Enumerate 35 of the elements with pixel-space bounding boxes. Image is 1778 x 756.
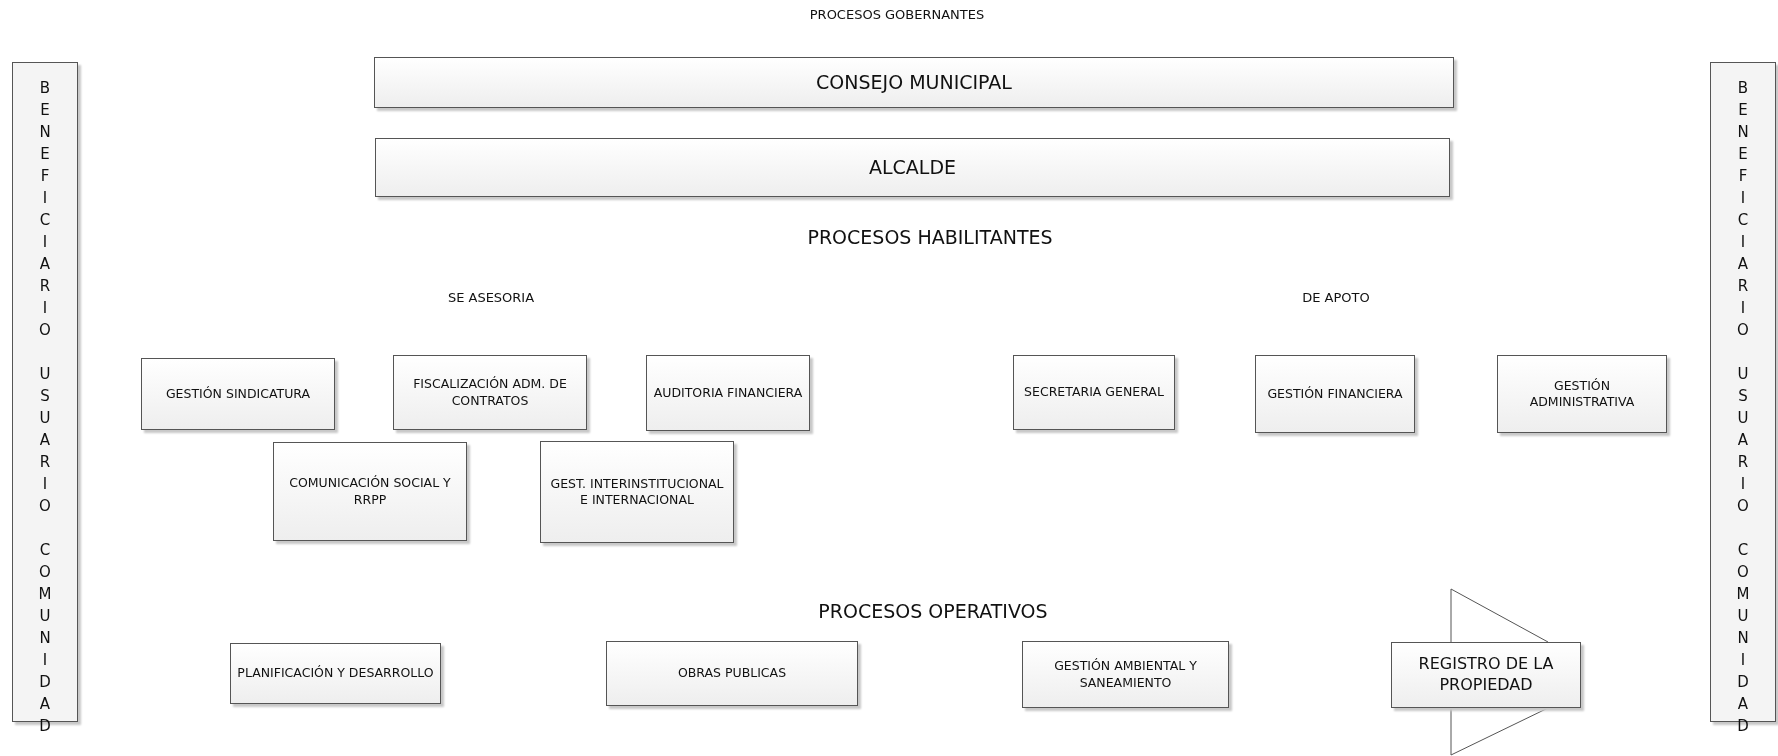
process-box xyxy=(1255,355,1415,433)
process-box xyxy=(1022,641,1229,708)
process-box xyxy=(1497,355,1667,433)
section-heading: PROCESOS HABILITANTES xyxy=(807,226,1053,248)
box-label: REGISTRO DE LA PROPIEDAD xyxy=(1417,654,1555,696)
box-label: GESTIÓN SINDICATURA xyxy=(164,385,312,403)
box-label: FISCALIZACIÓN ADM. DE CONTRATOS xyxy=(412,376,568,409)
section-heading: DE APOTO xyxy=(1302,290,1370,305)
process-box xyxy=(1391,642,1581,708)
box-label: SECRETARIA GENERAL xyxy=(1023,384,1165,401)
box-label: GESTIÓN ADMINISTRATIVA xyxy=(1528,377,1636,411)
box-label: GEST. INTERINSTITUCIONAL E INTERNACIONAL xyxy=(549,475,725,509)
section-heading: PROCESOS OPERATIVOS xyxy=(818,600,1048,622)
box-label: GESTIÓN FINANCIERA xyxy=(1266,385,1404,403)
process-box xyxy=(646,355,810,431)
header-box xyxy=(374,57,1454,108)
process-box xyxy=(273,442,467,541)
box-label: CONSEJO MUNICIPAL xyxy=(815,70,1013,95)
section-heading: SE ASESORIA xyxy=(447,290,535,305)
process-box xyxy=(540,441,734,543)
box-label: BENEFICIARIO USUARIO COMUNIDAD xyxy=(1735,78,1751,737)
process-box xyxy=(606,641,858,706)
title: PROCESOS GOBERNANTES xyxy=(809,7,985,22)
header-box xyxy=(375,138,1450,197)
box-label: COMUNICACIÓN SOCIAL Y RRPP xyxy=(288,475,452,508)
process-box xyxy=(230,643,441,704)
process-box xyxy=(141,358,335,430)
process-box xyxy=(393,355,587,430)
box-label: ALCALDE xyxy=(867,155,958,180)
box-label: PLANIFICACIÓN Y DESARROLLO xyxy=(236,665,435,682)
box-label: OBRAS PUBLICAS xyxy=(676,665,788,682)
box-label: AUDITORIA FINANCIERA xyxy=(652,384,804,402)
box-label: BENEFICIARIO USUARIO COMUNIDAD xyxy=(37,78,53,737)
box-label: GESTIÓN AMBIENTAL Y SANEAMIENTO xyxy=(1053,658,1198,691)
process-box xyxy=(1013,355,1175,430)
